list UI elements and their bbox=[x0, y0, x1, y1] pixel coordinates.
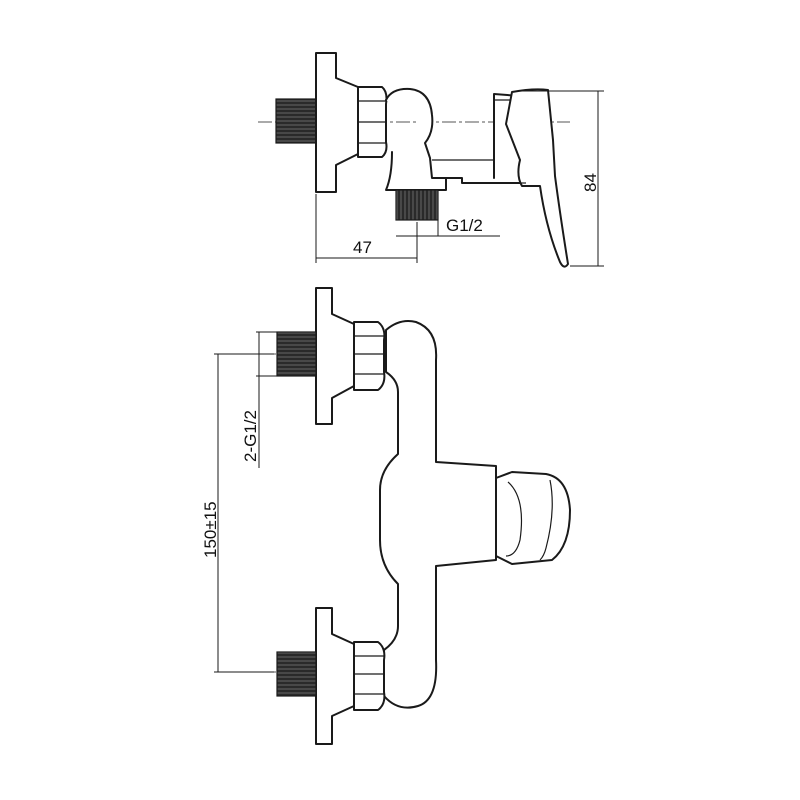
front-view: 2-G1/2 150±15 bbox=[201, 287, 571, 745]
dim-outlet-thread-label: G1/2 bbox=[446, 216, 483, 235]
side-view: 47 G1/2 84 bbox=[258, 52, 604, 268]
front-lower-thread bbox=[276, 651, 317, 697]
side-body bbox=[385, 87, 521, 184]
dim-height-label: 84 bbox=[581, 173, 600, 192]
front-lower-flange bbox=[315, 607, 355, 745]
side-wall-flange bbox=[315, 52, 359, 193]
front-body bbox=[379, 320, 497, 709]
side-outlet-thread bbox=[395, 189, 439, 221]
dim-center-distance-label: 150±15 bbox=[201, 501, 220, 558]
front-upper-thread bbox=[276, 331, 317, 377]
side-inlet-thread bbox=[275, 98, 317, 144]
front-lower-nut bbox=[353, 641, 386, 711]
front-handle bbox=[495, 471, 571, 565]
dim-inlet-threads-label: 2-G1/2 bbox=[241, 410, 260, 462]
dim-depth-label: 47 bbox=[353, 238, 372, 257]
front-upper-flange bbox=[315, 287, 355, 425]
front-upper-nut bbox=[353, 321, 386, 391]
